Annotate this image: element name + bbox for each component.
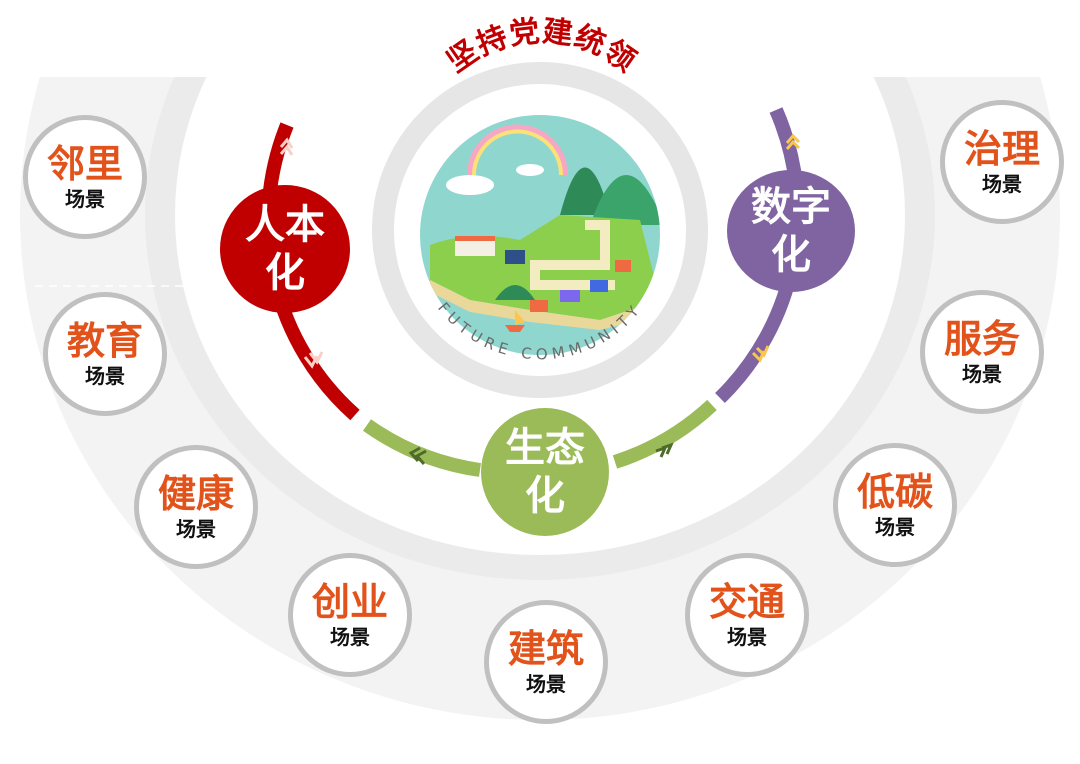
scene-title: 低碳 <box>856 470 933 514</box>
scene-neighborhood[interactable]: 邻里 场景 <box>23 115 147 239</box>
scene-subtitle: 场景 <box>727 625 767 649</box>
scene-education[interactable]: 教育 场景 <box>43 292 167 416</box>
scene-entrepreneurship[interactable]: 创业 场景 <box>288 553 412 677</box>
scene-title: 邻里 <box>46 142 123 186</box>
hub-label-line2: 化 <box>525 473 565 519</box>
scene-architecture[interactable]: 建筑 场景 <box>484 600 608 724</box>
scene-title: 健康 <box>157 472 234 516</box>
scene-title: 教育 <box>66 319 143 363</box>
hub-humanistic[interactable]: 人本 化 <box>220 185 350 313</box>
scene-title: 服务 <box>943 317 1020 361</box>
scene-subtitle: 场景 <box>176 517 216 541</box>
scene-transportation[interactable]: 交通 场景 <box>685 553 809 677</box>
scene-subtitle: 场景 <box>65 187 105 211</box>
hub-label-line2: 化 <box>265 250 305 296</box>
scene-subtitle: 场景 <box>526 672 566 696</box>
scene-subtitle: 场景 <box>962 362 1002 386</box>
scene-governance[interactable]: 治理 场景 <box>940 100 1064 224</box>
hub-label-line2: 化 <box>771 232 811 278</box>
hub-ecological[interactable]: 生态 化 <box>481 408 609 536</box>
chevron-down-icon <box>303 351 324 369</box>
scene-subtitle: 场景 <box>982 172 1022 196</box>
scene-subtitle: 场景 <box>330 625 370 649</box>
scene-title: 创业 <box>311 580 388 624</box>
ecological-arc-right <box>612 399 717 469</box>
logo-ring <box>372 62 708 398</box>
scene-subtitle: 场景 <box>85 364 125 388</box>
scene-health[interactable]: 健康 场景 <box>134 445 258 569</box>
hub-label-line1: 数字 <box>751 184 831 230</box>
hub-digital[interactable]: 数字 化 <box>727 170 855 292</box>
community-illustration <box>420 115 660 355</box>
scene-service[interactable]: 服务 场景 <box>920 290 1044 414</box>
scene-subtitle: 场景 <box>875 515 915 539</box>
direction-chevrons <box>279 133 801 465</box>
scene-title: 治理 <box>963 127 1040 171</box>
scene-title: 建筑 <box>507 627 584 671</box>
chevron-up-icon <box>785 133 801 150</box>
chevron-down-icon <box>751 345 770 363</box>
hub-label-line1: 生态 <box>505 425 585 471</box>
chevron-right-icon <box>655 442 674 458</box>
chevron-up-icon <box>279 137 294 156</box>
chevron-left-icon <box>408 446 427 465</box>
hub-label-line1: 人本 <box>245 202 325 248</box>
scene-low-carbon[interactable]: 低碳 场景 <box>833 443 957 567</box>
scene-title: 交通 <box>708 580 785 624</box>
